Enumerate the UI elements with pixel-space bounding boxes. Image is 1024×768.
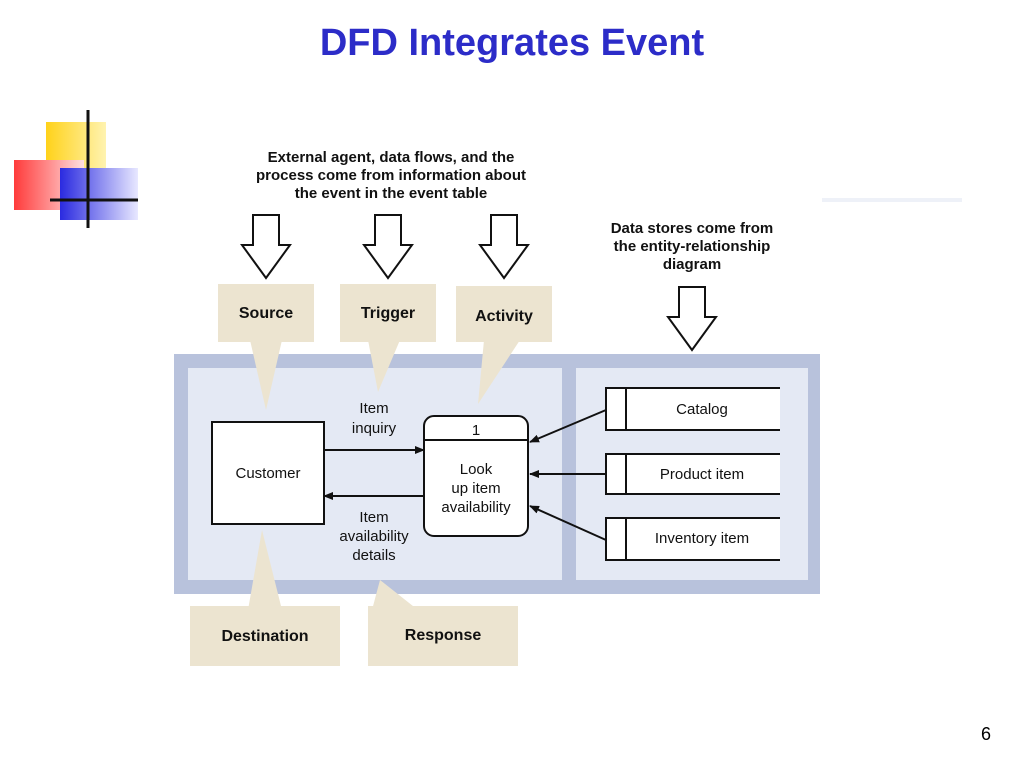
process-number: 1 [472, 422, 480, 439]
callout-destination: Destination [221, 628, 308, 645]
process-label-2: up item [451, 480, 500, 497]
flow-details-label-1: Item [359, 509, 388, 526]
erd-note-line-3: diagram [663, 256, 721, 273]
flow-catalog-to-process [529, 409, 607, 443]
process-label-1: Look [460, 461, 493, 478]
note-line-1: External agent, data flows, and the [268, 149, 515, 166]
slide-title: DFD Integrates Event [319, 22, 705, 64]
flow-inquiry-label-2: inquiry [352, 420, 397, 437]
corner-decoration [14, 110, 138, 228]
callout-source: Source [239, 305, 293, 322]
data-store-label: Inventory item [655, 530, 749, 547]
page-number: 6 [980, 724, 991, 744]
flow-details-label-2: availability [339, 528, 409, 545]
erd-note-line-1: Data stores come from [611, 220, 774, 237]
data-store-label: Catalog [676, 401, 728, 418]
down-arrow-icon [240, 214, 292, 280]
down-arrow-icon [478, 214, 530, 280]
process-box [423, 415, 529, 537]
down-arrow-icon [362, 214, 414, 280]
flow-details-label-3: details [352, 547, 395, 564]
flow-inquiry-label-1: Item [359, 400, 388, 417]
customer-label: Customer [235, 465, 300, 482]
erd-note: Data stores come from the entity-relatio… [611, 220, 774, 273]
down-arrow-icon [666, 286, 718, 352]
event-table-note: External agent, data flows, and the proc… [256, 149, 526, 202]
process-label-3: availability [441, 499, 511, 516]
callout-trigger: Trigger [361, 305, 415, 322]
data-store-label: Product item [660, 466, 744, 483]
customer-entity [211, 421, 325, 525]
callout-response: Response [405, 627, 482, 644]
note-line-2: process come from information about [256, 167, 526, 184]
flow-inventory-item-to-process [529, 505, 607, 541]
callout-activity: Activity [475, 308, 533, 325]
note-line-3: the event in the event table [295, 185, 488, 202]
erd-note-line-2: the entity-relationship [614, 238, 771, 255]
